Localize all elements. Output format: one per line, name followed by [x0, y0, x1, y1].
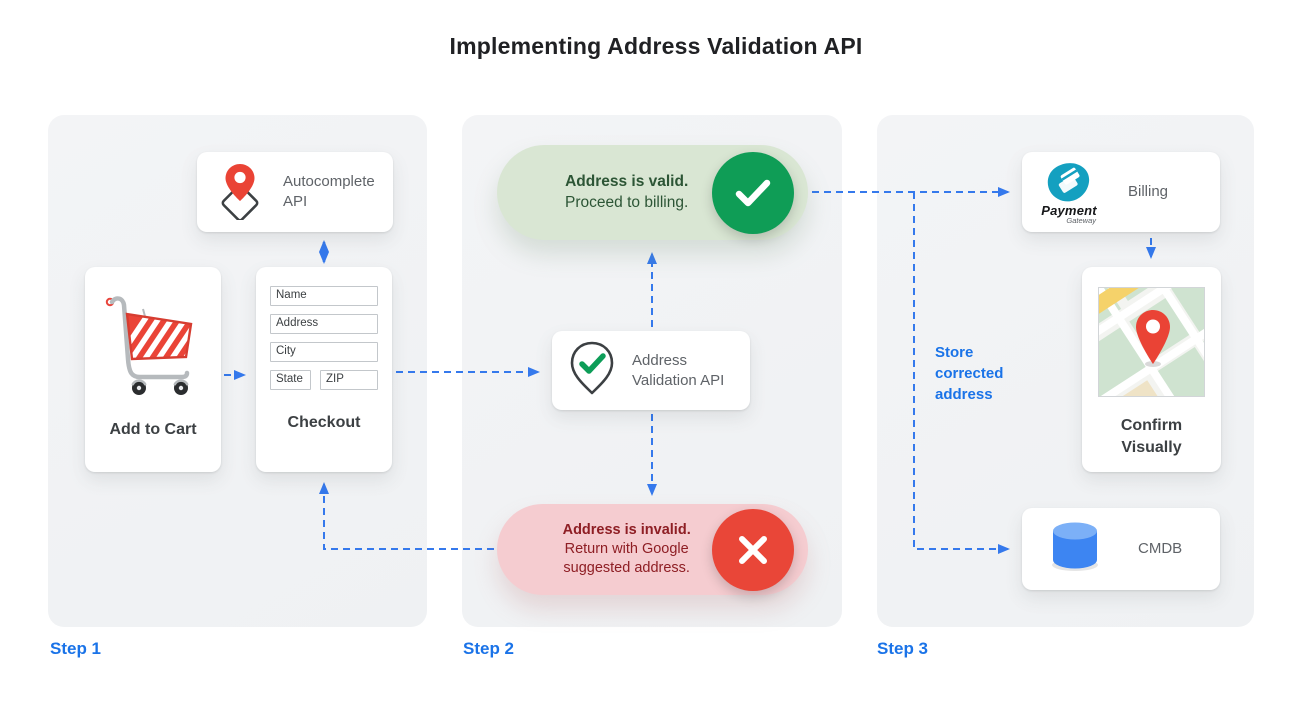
- address-validation-api-label: Address Validation API: [632, 351, 725, 389]
- name-field: Name: [270, 286, 378, 306]
- city-field: City: [270, 342, 378, 362]
- database-icon: [1044, 518, 1106, 581]
- valid-subtitle: Proceed to billing.: [565, 193, 689, 211]
- invalid-title: Address is invalid.: [562, 522, 691, 539]
- address-valid-pill: Address is valid. Proceed to billing.: [497, 145, 808, 240]
- billing-label: Billing: [1128, 183, 1169, 201]
- invalid-subtitle: Return with Google suggested address.: [563, 541, 690, 576]
- map-pin-diamond-icon: [211, 160, 269, 225]
- page-title: Implementing Address Validation API: [449, 33, 863, 59]
- store-corrected-address-note: Store corrected address: [935, 344, 1004, 403]
- add-to-cart-card: Add to Cart: [85, 267, 221, 472]
- map-preview: [1098, 287, 1205, 397]
- cmdb-label: CMDB: [1138, 540, 1183, 558]
- zip-field: ZIP: [320, 370, 378, 390]
- check-icon: [712, 151, 794, 234]
- checkout-form: Name Address City State ZIP: [256, 267, 392, 390]
- address-validation-api-card: Address Validation API: [552, 331, 750, 410]
- add-to-cart-label: Add to Cart: [109, 421, 197, 438]
- step1-label: Step 1: [50, 639, 102, 658]
- checkout-card: Name Address City State ZIP Checkout: [256, 267, 392, 472]
- state-field: State: [270, 370, 311, 390]
- autocomplete-api-label: Autocomplete API: [283, 173, 375, 210]
- payment-logo-subtitle: Gateway: [1066, 215, 1096, 225]
- step2-label: Step 2: [463, 639, 515, 658]
- address-invalid-pill: Address is invalid. Return with Google s…: [497, 504, 808, 595]
- cmdb-card: CMDB: [1022, 508, 1220, 590]
- checkout-label: Checkout: [287, 414, 361, 431]
- address-field: Address: [270, 314, 378, 334]
- x-icon: [712, 508, 794, 591]
- autocomplete-api-card: Autocomplete API: [197, 152, 393, 232]
- confirm-visually-card: Confirm Visually: [1082, 267, 1221, 472]
- map-pin-check-icon: [566, 339, 618, 402]
- confirm-visually-label: Confirm Visually: [1120, 417, 1183, 456]
- payment-gateway-logo: Payment Gateway: [1036, 160, 1102, 225]
- shopping-cart-icon: [85, 267, 221, 407]
- billing-card: Payment Gateway Billing: [1022, 152, 1220, 232]
- valid-title: Address is valid.: [565, 172, 689, 190]
- step3-label: Step 3: [877, 639, 929, 658]
- payment-logo-title: Payment: [1041, 202, 1097, 218]
